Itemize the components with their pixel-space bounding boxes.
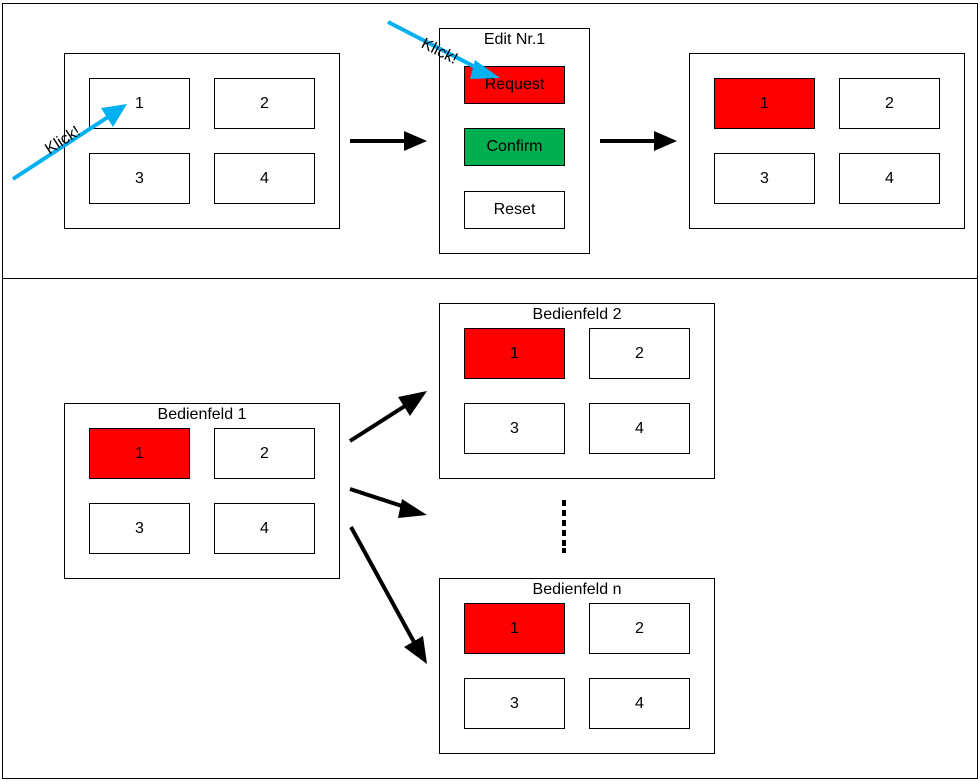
bedienfeld-2-title: Bedienfeld 2: [532, 306, 622, 323]
edit-dialog: Edit Nr.1 Request Confirm Reset: [439, 28, 590, 254]
panel-button-1[interactable]: 1: [89, 78, 190, 129]
confirm-button[interactable]: Confirm: [464, 128, 565, 166]
initial-control-panel: 1 2 3 4: [64, 53, 340, 229]
reset-button[interactable]: Reset: [464, 191, 565, 229]
panel-button-1[interactable]: 1: [89, 428, 190, 479]
panel-button-4[interactable]: 4: [839, 153, 940, 204]
panel-button-2[interactable]: 2: [589, 603, 690, 654]
panel-button-3[interactable]: 3: [464, 678, 565, 729]
panel-button-2[interactable]: 2: [589, 328, 690, 379]
panel-button-4[interactable]: 4: [214, 153, 315, 204]
panel-button-1[interactable]: 1: [464, 603, 565, 654]
panel-button-4[interactable]: 4: [589, 678, 690, 729]
panel-button-3[interactable]: 3: [464, 403, 565, 454]
bedienfeld-1-title: Bedienfeld 1: [157, 406, 247, 423]
bedienfeld-n-panel: Bedienfeld n 1 2 3 4: [439, 578, 715, 754]
panel-button-1[interactable]: 1: [464, 328, 565, 379]
bedienfeld-n-title: Bedienfeld n: [532, 581, 622, 598]
bedienfeld-2-panel: Bedienfeld 2 1 2 3 4: [439, 303, 715, 479]
bedienfeld-1-panel: Bedienfeld 1 1 2 3 4: [64, 403, 340, 579]
request-button[interactable]: Request: [464, 66, 565, 104]
panel-button-2[interactable]: 2: [214, 428, 315, 479]
panel-button-2[interactable]: 2: [214, 78, 315, 129]
result-control-panel: 1 2 3 4: [689, 53, 965, 229]
panel-button-2[interactable]: 2: [839, 78, 940, 129]
panel-button-4[interactable]: 4: [589, 403, 690, 454]
panel-button-3[interactable]: 3: [714, 153, 815, 204]
panel-button-3[interactable]: 3: [89, 503, 190, 554]
panel-button-4[interactable]: 4: [214, 503, 315, 554]
panel-button-3[interactable]: 3: [89, 153, 190, 204]
edit-dialog-title: Edit Nr.1: [483, 31, 546, 48]
panel-button-1[interactable]: 1: [714, 78, 815, 129]
